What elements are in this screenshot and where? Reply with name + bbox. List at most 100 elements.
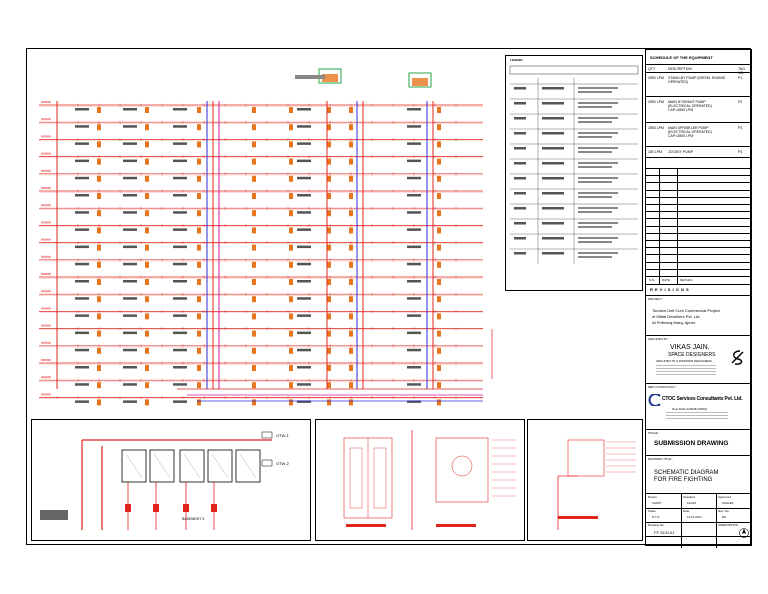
sprinkler-valve-icon [197, 365, 201, 371]
floor-annotation [123, 176, 137, 180]
legend-symbol-name [514, 237, 526, 240]
sprinkler-valve-icon [437, 175, 441, 182]
legend-description [542, 207, 564, 210]
revision-row [646, 204, 752, 205]
sprinkler-valve-icon [437, 296, 441, 303]
floor-level-label [41, 255, 51, 258]
sprinkler-valve-icon [327, 244, 331, 251]
floor-annotation [123, 245, 137, 249]
floor-annotation [297, 366, 311, 369]
sprinkler-valve-icon [252, 382, 256, 389]
cabinet-glass [349, 447, 363, 509]
detail-caption [436, 524, 476, 527]
floor-annotation [407, 142, 421, 145]
sprinkler-valve-icon [145, 296, 149, 303]
legend-symbol-name [514, 117, 526, 120]
sprinkler-valve-icon [197, 175, 201, 182]
hose-cabinet-side [435, 437, 489, 503]
sprinkler-valve-icon [197, 193, 201, 199]
legend-remark [578, 241, 612, 243]
sprinkler-valve-icon [289, 279, 293, 285]
floor-annotation [123, 108, 137, 111]
sprinkler-valve-icon [289, 330, 293, 337]
meta-divider [646, 522, 752, 523]
floor-annotation [123, 280, 137, 283]
architect-logo-icon [731, 350, 744, 365]
floor-annotation [173, 366, 187, 369]
sprinkler-valve-icon [289, 347, 293, 354]
revision-row [646, 240, 752, 241]
floor-annotation [173, 125, 187, 128]
fire-water-tank [235, 449, 261, 483]
sprinkler-valve-icon [327, 175, 331, 182]
floor-annotation [407, 400, 421, 403]
sprinkler-valve-icon [349, 175, 353, 182]
legend-description [542, 117, 564, 120]
rev-value: R0 [722, 515, 726, 519]
revisions-title-row: R E V I S I O N S [646, 284, 752, 295]
sprinkler-valve-icon [145, 124, 149, 131]
floor-annotation [297, 262, 311, 266]
sprinkler-valve-icon [437, 193, 441, 199]
sprinkler-valve-icon [197, 107, 201, 113]
sprinkler-valve-icon [197, 399, 201, 406]
sprinkler-valve-icon [327, 158, 331, 165]
floor-level-label [41, 221, 51, 224]
meta-grid: Drawn SUMIT Checked FAYAZ Approved SUDHI… [646, 493, 752, 548]
meta-divider [716, 494, 717, 548]
hose-reel-icon [451, 455, 473, 477]
sprinkler-valve-icon [252, 313, 256, 320]
legend-title: LEGEND [510, 58, 523, 62]
floor-annotation [407, 383, 421, 386]
sprinkler-valve-icon [252, 227, 256, 234]
overhead-water-tank [408, 72, 432, 88]
sprinkler-valve-icon [97, 107, 101, 113]
floor-annotation [407, 159, 421, 163]
sprinkler-valve-icon [327, 347, 331, 354]
revision-row [646, 268, 752, 270]
legend-remark [578, 226, 612, 228]
legend-symbol-name [514, 192, 526, 195]
tank-hatch [239, 453, 257, 479]
sprinkler-valve-icon [252, 244, 256, 251]
sprinkler-valve-icon [437, 210, 441, 217]
legend-symbol-name [514, 177, 526, 180]
sprinkler-valve-icon [97, 124, 101, 131]
consultant-logo-icon [648, 394, 661, 406]
floor-level-label [41, 238, 51, 241]
floor-annotation [297, 280, 311, 283]
sprinkler-valve-icon [97, 158, 101, 165]
reel-box [567, 439, 605, 477]
floor-annotation [297, 176, 311, 180]
project-line-1: Tourism Unit Cum Commercial Project [652, 308, 720, 313]
sprinkler-valve-icon [437, 279, 441, 285]
legend-remark [578, 237, 618, 239]
floor-level-label [41, 359, 51, 361]
cabinet-glass [373, 447, 387, 509]
legend-symbol-name [514, 162, 526, 165]
sprinkler-valve-icon [97, 347, 101, 354]
sprinkler-valve-icon [145, 210, 149, 217]
stage-label: STAGE : [648, 431, 660, 435]
floor-annotation [173, 228, 187, 231]
floor-annotation [123, 159, 137, 163]
floor-annotation [297, 108, 311, 111]
meta-divider [646, 536, 752, 537]
floor-annotation [297, 348, 311, 352]
floor-annotation [297, 331, 311, 335]
sprinkler-valve-icon [437, 244, 441, 251]
floor-annotation [75, 176, 89, 180]
floor-level-label [41, 101, 51, 103]
consultant-label: MEP CONSULTANT : [648, 385, 677, 389]
revision-row [646, 168, 752, 169]
floor-annotation [123, 262, 137, 266]
sprinkler-valve-icon [97, 244, 101, 251]
meta-divider [646, 508, 752, 509]
tank-hatch [211, 453, 229, 479]
sprinkler-valve-icon [197, 124, 201, 131]
architects-block: ARCHITECTS : VIKAS JAIN. SPACE DESIGNERS… [646, 335, 752, 384]
revision-row [646, 211, 752, 213]
revision-row [646, 196, 752, 198]
otw-box [261, 431, 273, 439]
